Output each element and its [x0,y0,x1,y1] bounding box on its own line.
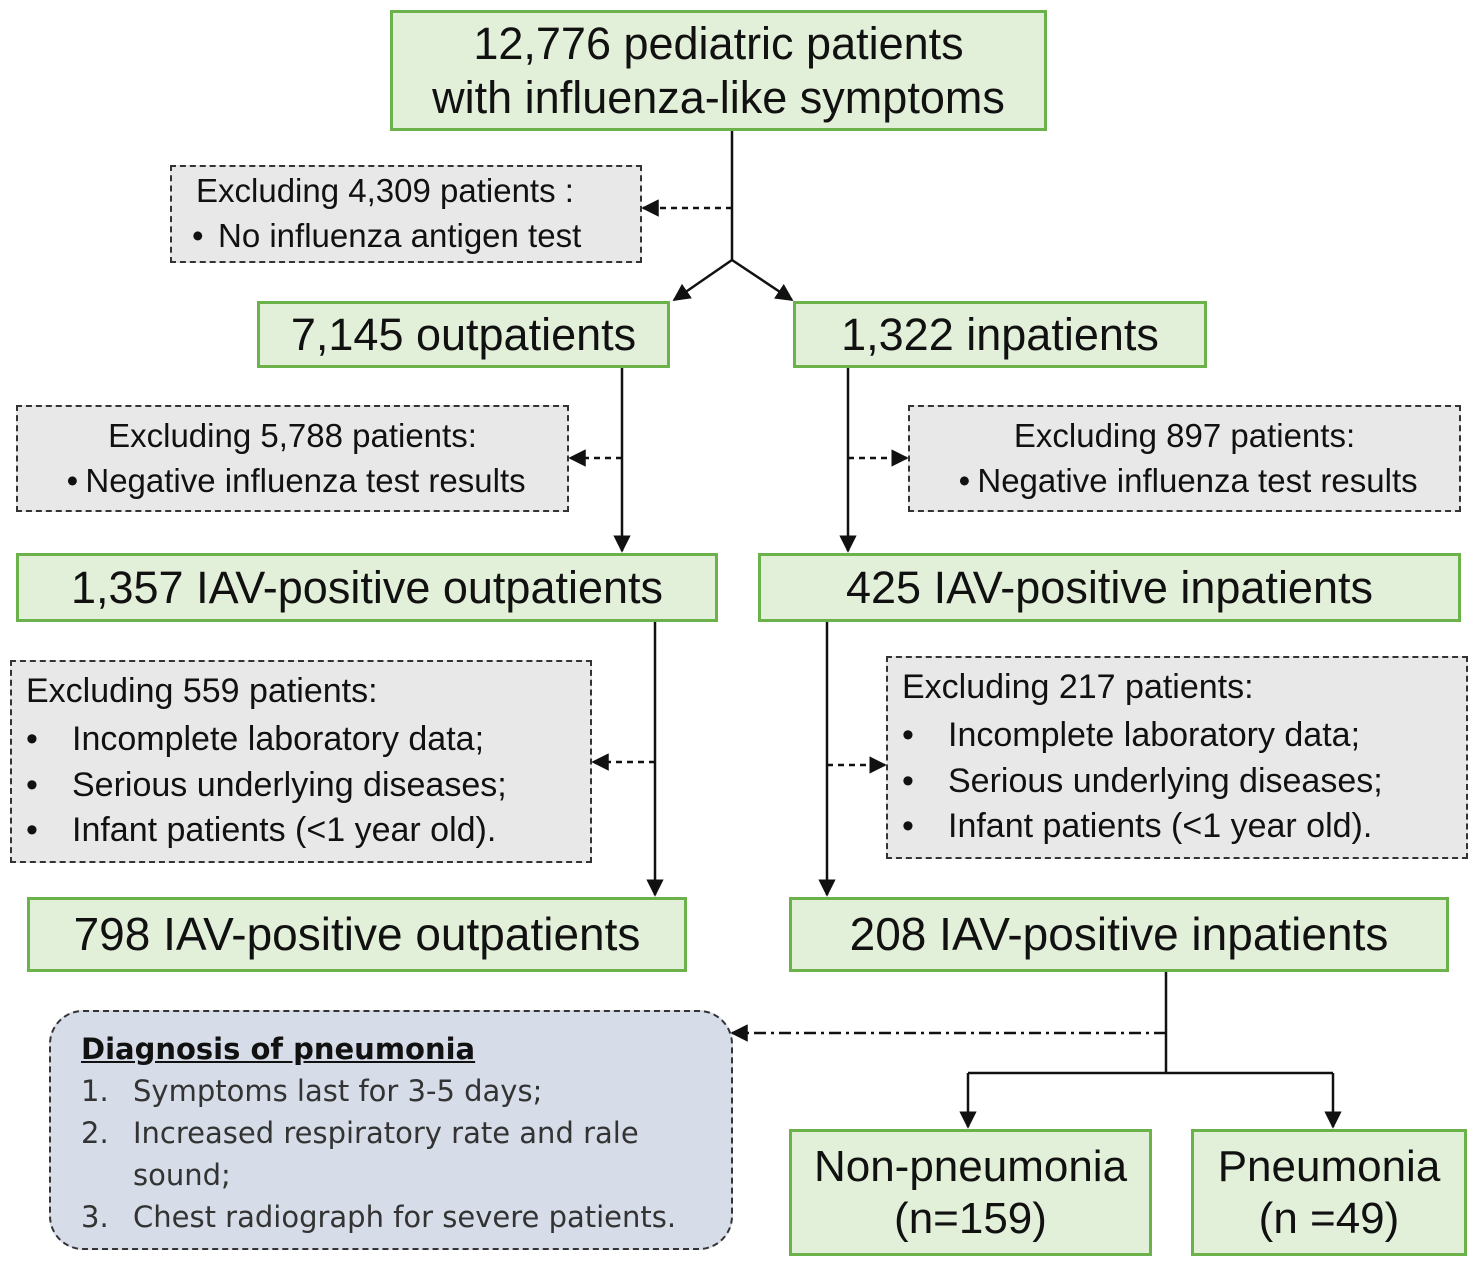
exclusion-box-5: Excluding 217 patients: • Incomplete lab… [886,656,1468,859]
bullet-icon: • [958,461,971,499]
exclusion-3-title: Excluding 897 patients: [1013,416,1356,454]
node-pneumonia: Pneumonia (n =49) [1191,1129,1467,1256]
node-non-pneumonia-line1: Non-pneumonia [813,1141,1128,1191]
diagnosis-title: Diagnosis of pneumonia [81,1032,476,1066]
exclusion-box-1: Excluding 4,309 patients : • No influenz… [170,165,642,263]
diagnosis-item-text: Symptoms last for 3-5 days; [133,1074,543,1109]
exclusion-3-item: • Negative influenza test results [910,459,1459,504]
exclusion-box-3: Excluding 897 patients: • Negative influ… [908,405,1461,512]
exclusion-5-item: • Incomplete laboratory data; [896,713,1466,759]
diagnosis-item-number: 1. [81,1074,109,1109]
diagnosis-item-number: 2. [81,1116,109,1151]
node-total-line2: with influenza-like symptoms [432,71,1005,123]
exclusion-5-item-text: Infant patients (<1 year old). [948,807,1373,846]
exclusion-5-item: • Infant patients (<1 year old). [896,804,1466,850]
bullet-icon: • [902,761,914,800]
node-iav-outpatients-label: 1,357 IAV-positive outpatients [70,561,664,613]
node-total-patients: 12,776 pediatric patients with influenza… [390,10,1047,131]
node-non-pneumonia-line2: (n=159) [894,1193,1047,1243]
node-iav-outpatients: 1,357 IAV-positive outpatients [16,553,718,622]
exclusion-1-title: Excluding 4,309 patients : [196,172,574,210]
exclusion-4-item: • Infant patients (<1 year old). [20,808,590,854]
node-pneumonia-line2: (n =49) [1258,1193,1400,1243]
node-final-outpatients: 798 IAV-positive outpatients [27,897,687,972]
node-iav-inpatients-label: 425 IAV-positive inpatients [846,561,1373,613]
exclusion-4-title: Excluding 559 patients: [26,671,378,710]
node-final-inpatients-label: 208 IAV-positive inpatients [849,908,1389,961]
bullet-icon: • [26,765,38,804]
exclusion-1-item: • No influenza antigen test [180,214,640,259]
exclusion-4-item-text: Serious underlying diseases; [72,765,507,804]
exclusion-box-2: Excluding 5,788 patients: • Negative inf… [16,405,569,512]
node-outpatients: 7,145 outpatients [257,301,670,368]
bullet-icon: • [902,807,914,846]
exclusion-2-item: • Negative influenza test results [18,459,567,504]
bullet-icon: • [26,719,38,758]
exclusion-4-item-text: Incomplete laboratory data; [72,719,485,758]
exclusion-5-item-text: Serious underlying diseases; [948,761,1383,800]
connector-split-left [672,258,733,302]
bullet-icon: • [66,461,79,499]
node-final-outpatients-label: 798 IAV-positive outpatients [73,908,641,961]
exclusion-2-title: Excluding 5,788 patients: [108,416,477,454]
exclusion-2-item-text: Negative influenza test results [85,461,526,499]
bullet-icon: • [26,811,38,850]
exclusion-4-item-text: Infant patients (<1 year old). [72,811,497,850]
diagnosis-criteria-box: Diagnosis of pneumonia 1. Symptoms last … [49,1010,733,1250]
diagnosis-item-number: 3. [81,1200,109,1235]
bullet-icon: • [902,715,914,754]
node-final-inpatients: 208 IAV-positive inpatients [789,897,1449,972]
node-total-line1: 12,776 pediatric patients [473,18,964,70]
connector-split-right [731,258,794,302]
diagnosis-item: 3. Chest radiograph for severe patients. [81,1196,711,1238]
node-iav-inpatients: 425 IAV-positive inpatients [758,553,1461,622]
exclusion-1-item-text: No influenza antigen test [218,217,582,254]
exclusion-5-item: • Serious underlying diseases; [896,759,1466,805]
diagnosis-item-text: Increased respiratory rate and rale soun… [133,1116,639,1193]
node-inpatients-label: 1,322 inpatients [841,308,1159,360]
diagnosis-item-text: Chest radiograph for severe patients. [133,1200,677,1235]
diagnosis-item: 1. Symptoms last for 3-5 days; [81,1070,711,1112]
exclusion-box-4: Excluding 559 patients: • Incomplete lab… [10,660,592,863]
bullet-icon: • [192,217,204,254]
exclusion-5-title: Excluding 217 patients: [902,667,1254,706]
diagnosis-item: 2. Increased respiratory rate and rale s… [81,1112,711,1196]
exclusion-4-item: • Serious underlying diseases; [20,763,590,809]
node-inpatients: 1,322 inpatients [793,301,1207,368]
exclusion-3-item-text: Negative influenza test results [977,461,1418,499]
node-outpatients-label: 7,145 outpatients [290,308,637,360]
node-pneumonia-line1: Pneumonia [1217,1141,1441,1191]
node-non-pneumonia: Non-pneumonia (n=159) [789,1129,1152,1256]
exclusion-4-item: • Incomplete laboratory data; [20,717,590,763]
exclusion-5-item-text: Incomplete laboratory data; [948,715,1361,754]
